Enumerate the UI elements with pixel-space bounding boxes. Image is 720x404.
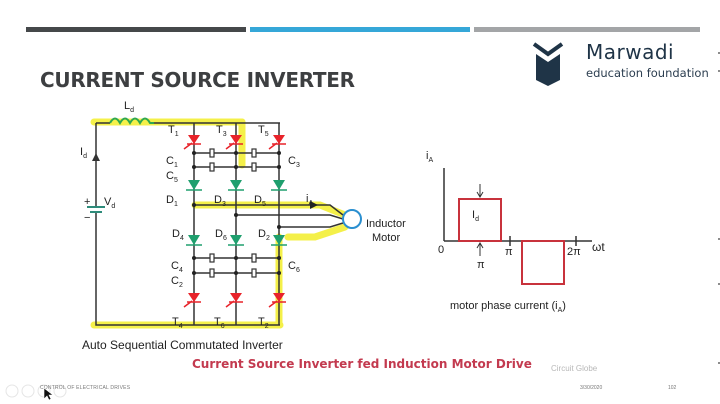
footer-course: CONTROL OF ELECTRICAL DRIVES [40, 385, 131, 391]
label-vd: Vd [104, 196, 116, 211]
label-c3: C3 [288, 155, 300, 170]
pi-arrow-icon [476, 242, 484, 256]
wave-x-label: ωt [592, 240, 605, 254]
thyristor-t6-icon [230, 293, 242, 302]
header-bar-dark [26, 27, 246, 32]
dc-source-icon [87, 206, 105, 213]
induction-motor-icon [342, 209, 362, 229]
label-t3: T3 [216, 124, 227, 139]
footer-page-number: 102 [668, 385, 677, 391]
slide-subtitle: Current Source Inverter fed Induction Mo… [192, 357, 532, 371]
label-d3: D3 [214, 194, 226, 209]
label-c5: C5 [166, 170, 178, 185]
presentation-controls[interactable] [4, 383, 94, 399]
next-icon[interactable] [21, 384, 35, 398]
label-plus: + [84, 196, 91, 208]
amplitude-arrow-icon [476, 184, 484, 198]
label-t2: T2 [258, 316, 269, 331]
label-ld: Ld [124, 100, 135, 115]
diode-d6-icon [230, 235, 242, 245]
side-marker [718, 238, 720, 240]
label-d1: D1 [166, 194, 178, 209]
header-bar-blue [250, 27, 470, 32]
thyristor-t2-icon [273, 293, 285, 302]
wave-caption: motor phase current (iA) [450, 300, 566, 315]
label-c4: C4 [171, 260, 183, 275]
inverter-circuit-diagram [87, 117, 362, 329]
inductor-icon [109, 117, 154, 126]
header-bar-gray [474, 27, 700, 32]
wave-tick-pi: π [505, 246, 513, 258]
wave-amplitude-label: Id [472, 209, 479, 224]
marwadi-logo-icon [532, 42, 564, 86]
label-motor-line1: Inductor [366, 218, 406, 230]
label-c6: C6 [288, 260, 300, 275]
negative-pulse [521, 240, 565, 285]
label-ia: iA [306, 193, 314, 208]
mouse-cursor-icon [43, 387, 53, 401]
thyristor-t5-icon [273, 135, 285, 144]
label-t5: T5 [258, 124, 269, 139]
side-marker [718, 362, 720, 364]
label-d4: D4 [172, 228, 184, 243]
diode-d2-icon [273, 235, 285, 245]
diode-d5-icon [273, 180, 285, 190]
side-marker [718, 52, 720, 54]
label-d5: D5 [254, 194, 266, 209]
side-marker [718, 283, 720, 285]
label-id: Id [80, 146, 87, 161]
prev-icon[interactable] [5, 384, 19, 398]
wave-arrow-pi: π [477, 259, 485, 271]
label-c1: C1 [166, 155, 178, 170]
phase-current-arrow-icon [310, 201, 318, 209]
footer-date: 3/30/2020 [580, 385, 603, 391]
positive-pulse [458, 198, 502, 242]
label-t1: T1 [168, 124, 179, 139]
thyristor-t3-icon [230, 135, 242, 144]
circuit-caption: Auto Sequential Commutated Inverter [82, 338, 283, 352]
slide-title: CURRENT SOURCE INVERTER [40, 68, 355, 92]
label-t4: T4 [172, 316, 183, 331]
logo-name: Marwadi [586, 40, 675, 64]
zoom-icon[interactable] [53, 384, 67, 398]
label-motor-line2: Motor [372, 232, 401, 244]
label-minus: − [84, 212, 91, 224]
diode-d3-icon [230, 180, 242, 190]
logo-subtitle: education foundation [586, 66, 709, 80]
diode-d4-icon [188, 235, 200, 245]
label-d2: D2 [258, 228, 270, 243]
thyristor-t1-icon [188, 135, 200, 144]
label-c2: C2 [171, 275, 183, 290]
label-t6: T6 [214, 316, 225, 331]
wave-y-label: iA [426, 150, 434, 165]
side-marker [718, 70, 720, 72]
current-arrow-icon [92, 153, 100, 161]
phase-current-waveform [443, 168, 592, 285]
label-d6: D6 [215, 228, 227, 243]
wave-origin-label: 0 [438, 244, 445, 256]
thyristor-t4-icon [188, 293, 200, 302]
wave-tick-2pi: 2π [567, 246, 581, 258]
watermark: Circuit Globe [551, 364, 598, 373]
diode-d1-icon [188, 180, 200, 190]
